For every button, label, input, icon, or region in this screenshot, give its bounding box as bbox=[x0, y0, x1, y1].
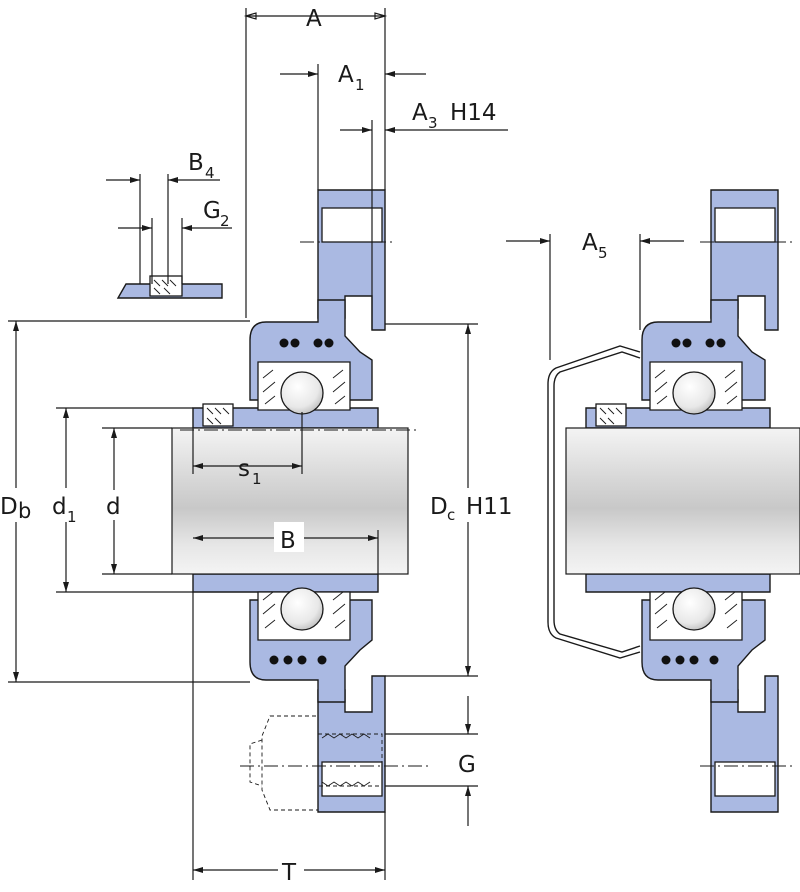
dim-B4-sub: 4 bbox=[205, 164, 215, 182]
dim-d-label: d bbox=[106, 494, 121, 520]
dim-A3-tolerance: H14 bbox=[450, 100, 497, 126]
dim-s1-sub: 1 bbox=[252, 470, 262, 488]
dim-d1-sub: 1 bbox=[67, 508, 77, 526]
dim-Dc-tolerance: H11 bbox=[466, 494, 513, 520]
grease-dots bbox=[269, 338, 334, 665]
dim-B4-label: B bbox=[188, 150, 204, 176]
dim-Db-sub: b bbox=[18, 499, 31, 523]
dim-A1-label: A bbox=[338, 62, 354, 88]
dim-G2-sub: 2 bbox=[220, 212, 230, 230]
dim-B-label: B bbox=[280, 528, 296, 554]
dim-d1-label: d bbox=[52, 494, 67, 520]
dim-A3-label: A bbox=[412, 100, 428, 126]
right-shaft bbox=[565, 427, 800, 575]
dim-G-label: G bbox=[458, 752, 476, 778]
dim-A-label: A bbox=[306, 6, 322, 32]
bearing-ball-upper bbox=[280, 371, 324, 415]
dim-A5-label: A bbox=[582, 230, 598, 256]
inner-ring-lower bbox=[192, 573, 379, 593]
dim-A1-sub: 1 bbox=[355, 76, 365, 94]
dim-Db-label: D bbox=[0, 494, 18, 520]
grub-screw bbox=[202, 403, 234, 427]
dim-A3-sub: 3 bbox=[428, 114, 438, 132]
flange-bolt bbox=[249, 715, 383, 811]
flange-slot-upper bbox=[321, 207, 383, 243]
bearing-ball-lower bbox=[280, 587, 324, 631]
inset-detail bbox=[106, 174, 232, 299]
seal-marks bbox=[262, 369, 346, 629]
flange-slot-lower bbox=[321, 761, 383, 797]
dim-G2-label: G bbox=[203, 198, 221, 224]
dim-A5-sub: 5 bbox=[598, 244, 608, 262]
dim-s1-label: s bbox=[238, 456, 250, 482]
end-cap bbox=[547, 345, 641, 659]
dim-Dc-sub: c bbox=[447, 506, 455, 524]
dim-Dc-label: D bbox=[430, 494, 448, 520]
dim-T-label: T bbox=[281, 860, 297, 886]
